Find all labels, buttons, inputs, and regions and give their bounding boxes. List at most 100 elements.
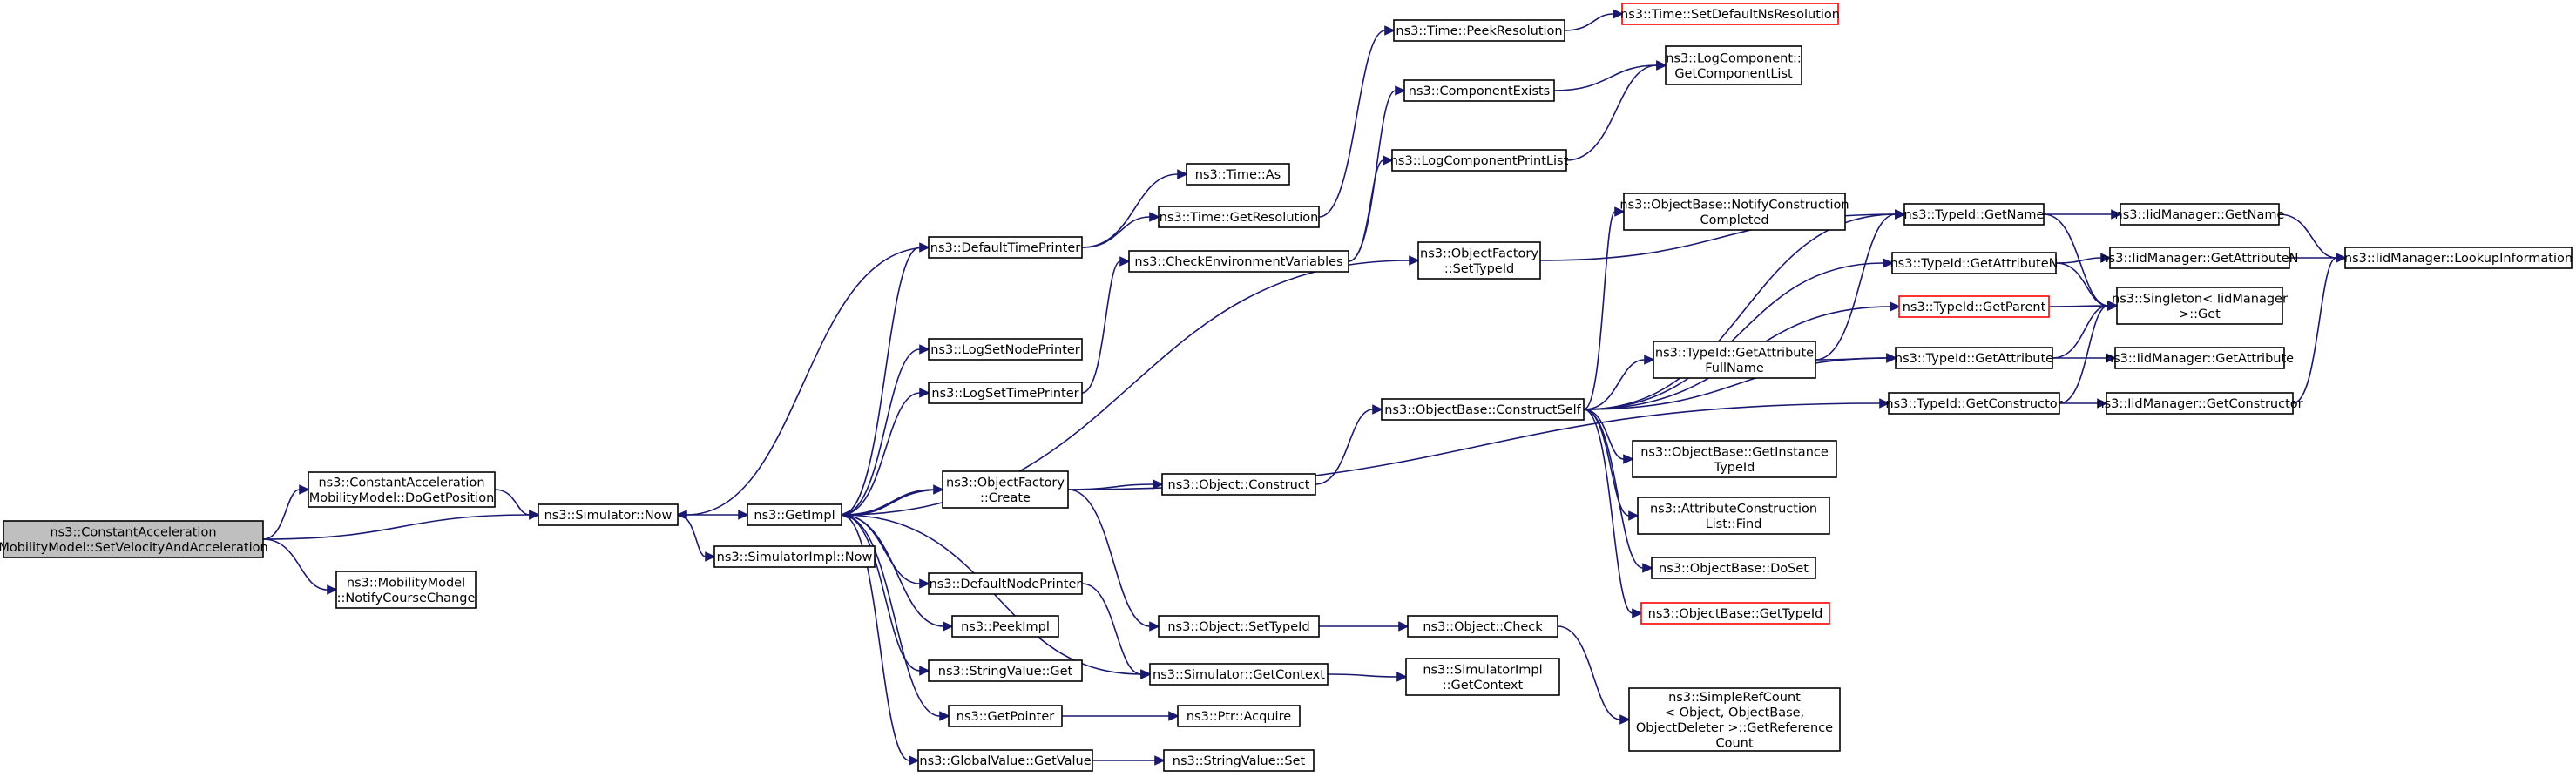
node-strset[interactable]: ns3::StringValue::Set [1163, 749, 1315, 772]
node-box [1407, 615, 1558, 638]
edge-getimpl-to-peekimpl [841, 514, 954, 632]
node-obgettid[interactable]: ns3::ObjectBase::GetTypeId [1640, 602, 1830, 625]
edge-checkenv-to-logcompprint [1348, 155, 1394, 262]
node-defnodepr[interactable]: ns3::DefaultNodePrinter [928, 572, 1083, 595]
node-box [928, 572, 1083, 595]
node-tidgetattrn[interactable]: ns3::TypeId::GetAttributeN [1890, 252, 2059, 274]
node-label: ns3::Singleton< IidManager [2112, 292, 2288, 306]
node-singleton[interactable]: ns3::Singleton< IidManager>::Get [2112, 287, 2288, 325]
node-label: ns3::Object::SetTypeId [1167, 620, 1309, 634]
node-box [1628, 687, 1841, 752]
node-box [1149, 663, 1329, 686]
node-constructself[interactable]: ns3::ObjectBase::ConstructSelf [1381, 398, 1585, 421]
node-label: ns3::Object::Construct [1168, 478, 1310, 492]
node-notifyconst[interactable]: ns3::ObjectBase::NotifyConstructionCompl… [1619, 193, 1849, 231]
node-ofsettid[interactable]: ns3::ObjectFactory::SetTypeId [1417, 241, 1541, 280]
edge-deftimepr-to-timegetres [1081, 212, 1160, 248]
node-logcompget[interactable]: ns3::LogComponent::GetComponentList [1665, 45, 1802, 85]
node-label: ns3::IidManager::GetName [2115, 208, 2285, 222]
edge-objsettid-to-objcheck [1318, 621, 1410, 632]
node-logtimepr[interactable]: ns3::LogSetTimePrinter [928, 382, 1083, 404]
node-deftimepr[interactable]: ns3::DefaultTimePrinter [928, 236, 1083, 259]
edge-constructself-to-gettidattrfull [1583, 355, 1655, 410]
node-getptr[interactable]: ns3::GetPointer [948, 705, 1063, 727]
node-peekimpl[interactable]: ns3::PeekImpl [951, 615, 1059, 638]
node-strget[interactable]: ns3::StringValue::Get [928, 659, 1083, 682]
node-label: ns3::LogComponentPrintList [1390, 154, 1569, 168]
edge-compexists-to-logcompget [1553, 60, 1667, 91]
edge-constructself-to-notifyconst [1583, 206, 1626, 410]
edge-tidgetctor-to-iidgetctor [2059, 398, 2108, 409]
node-label: ns3::LogComponent:: [1666, 51, 1802, 65]
edge-getimpl-to-lognodepr [841, 344, 930, 516]
node-doset[interactable]: ns3::ObjectBase::DoSet [1651, 557, 1816, 579]
node-simimplnow[interactable]: ns3::SimulatorImpl::Now [713, 545, 876, 568]
node-iidgetname[interactable]: ns3::IidManager::GetName [2115, 203, 2285, 226]
node-label: ns3::GetPointer [957, 710, 1055, 724]
node-iidgetattr[interactable]: ns3::IidManager::GetAttribute [2106, 347, 2294, 369]
node-label: ns3::IidManager::LookupInformation [2344, 252, 2573, 266]
node-dogetpos[interactable]: ns3::ConstantAccelerationMobilityModel::… [308, 471, 496, 508]
node-simimplctx[interactable]: ns3::SimulatorImpl::GetContext [1405, 658, 1560, 696]
node-box [1161, 473, 1316, 496]
node-timepeek[interactable]: ns3::Time::PeekResolution [1393, 19, 1565, 42]
node-label: ns3::Time::PeekResolution [1396, 24, 1562, 38]
node-box [1665, 45, 1802, 85]
node-box [928, 338, 1083, 361]
node-iidgetattrn[interactable]: ns3::IidManager::GetAttributeN [2100, 247, 2299, 269]
node-srefcount[interactable]: ns3::SimpleRefCount< Object, ObjectBase,… [1628, 687, 1841, 752]
node-simgetctx[interactable]: ns3::Simulator::GetContext [1149, 663, 1329, 686]
node-box [1158, 615, 1320, 638]
node-label: MobilityModel::DoGetPosition [309, 491, 495, 505]
edge-gettidattrfull-to-tidgetname [1815, 209, 1906, 361]
edge-logtimepr-to-checkenv [1081, 256, 1131, 394]
node-root[interactable]: ns3::ConstantAccelerationMobilityModel::… [0, 520, 268, 558]
node-label: Completed [1700, 213, 1768, 227]
node-label: ns3::DefaultTimePrinter [930, 241, 1080, 255]
node-timegetres[interactable]: ns3::Time::GetResolution [1158, 206, 1320, 228]
node-tidgetname[interactable]: ns3::TypeId::GetName [1903, 203, 2045, 226]
node-box [1186, 163, 1290, 186]
node-objsettid[interactable]: ns3::Object::SetTypeId [1158, 615, 1320, 638]
node-box [1653, 341, 1816, 379]
node-lognodepr[interactable]: ns3::LogSetNodePrinter [928, 338, 1083, 361]
edge-getimpl-to-simgetctx [841, 514, 1152, 679]
node-objcheck[interactable]: ns3::Object::Check [1407, 615, 1558, 638]
edge-gettidattrfull-to-tidgetattr [1815, 353, 1897, 363]
node-tidgetparent[interactable]: ns3::TypeId::GetParent [1898, 295, 2050, 318]
node-now[interactable]: ns3::Simulator::Now [538, 503, 679, 526]
node-label: ns3::TypeId::GetName [1904, 208, 2045, 222]
edge-iidgetctor-to-iidlookup [2292, 253, 2347, 404]
node-tidgetattr[interactable]: ns3::TypeId::GetAttribute [1895, 347, 2053, 369]
node-label: ns3::Object::Check [1423, 620, 1543, 634]
node-label: ns3::IidManager::GetAttributeN [2100, 252, 2298, 266]
node-iidlookup[interactable]: ns3::IidManager::LookupInformation [2344, 247, 2573, 269]
node-label: ns3::CheckEnvironmentVariables [1134, 255, 1342, 269]
node-iidgetctor[interactable]: ns3::IidManager::GetConstructor [2096, 392, 2303, 415]
node-ptracq[interactable]: ns3::Ptr::Acquire [1177, 705, 1301, 727]
node-label: >::Get [2179, 307, 2221, 321]
node-box [335, 571, 477, 609]
node-label: ::Create [980, 491, 1031, 505]
edge-tidgetattr-to-singleton [2052, 301, 2119, 359]
node-label: ns3::TypeId::GetConstructor [1885, 397, 2062, 411]
node-box [1891, 252, 2057, 274]
node-timesetdef[interactable]: ns3::Time::SetDefaultNsResolution [1620, 3, 1840, 25]
node-checkenv[interactable]: ns3::CheckEnvironmentVariables [1128, 250, 1349, 273]
node-logcompprint[interactable]: ns3::LogComponentPrintList [1390, 149, 1569, 172]
node-tidgetctor[interactable]: ns3::TypeId::GetConstructor [1885, 392, 2063, 415]
node-objconstruct[interactable]: ns3::Object::Construct [1161, 473, 1316, 496]
node-ofcreate[interactable]: ns3::ObjectFactory::Create [942, 470, 1069, 509]
node-compexists[interactable]: ns3::ComponentExists [1403, 79, 1555, 102]
node-box [1158, 206, 1320, 228]
node-notify[interactable]: ns3::MobilityModel::NotifyCourseChange [335, 571, 477, 609]
node-label: ns3::TypeId::GetAttributeN [1890, 257, 2058, 271]
node-label: ns3::GetImpl [754, 509, 835, 523]
node-timeas[interactable]: ns3::Time::As [1186, 163, 1290, 186]
node-getimpl[interactable]: ns3::GetImpl [747, 503, 842, 526]
node-gvget[interactable]: ns3::GlobalValue::GetValue [917, 749, 1093, 772]
edge-getimpl-to-deftimepr [841, 242, 930, 516]
